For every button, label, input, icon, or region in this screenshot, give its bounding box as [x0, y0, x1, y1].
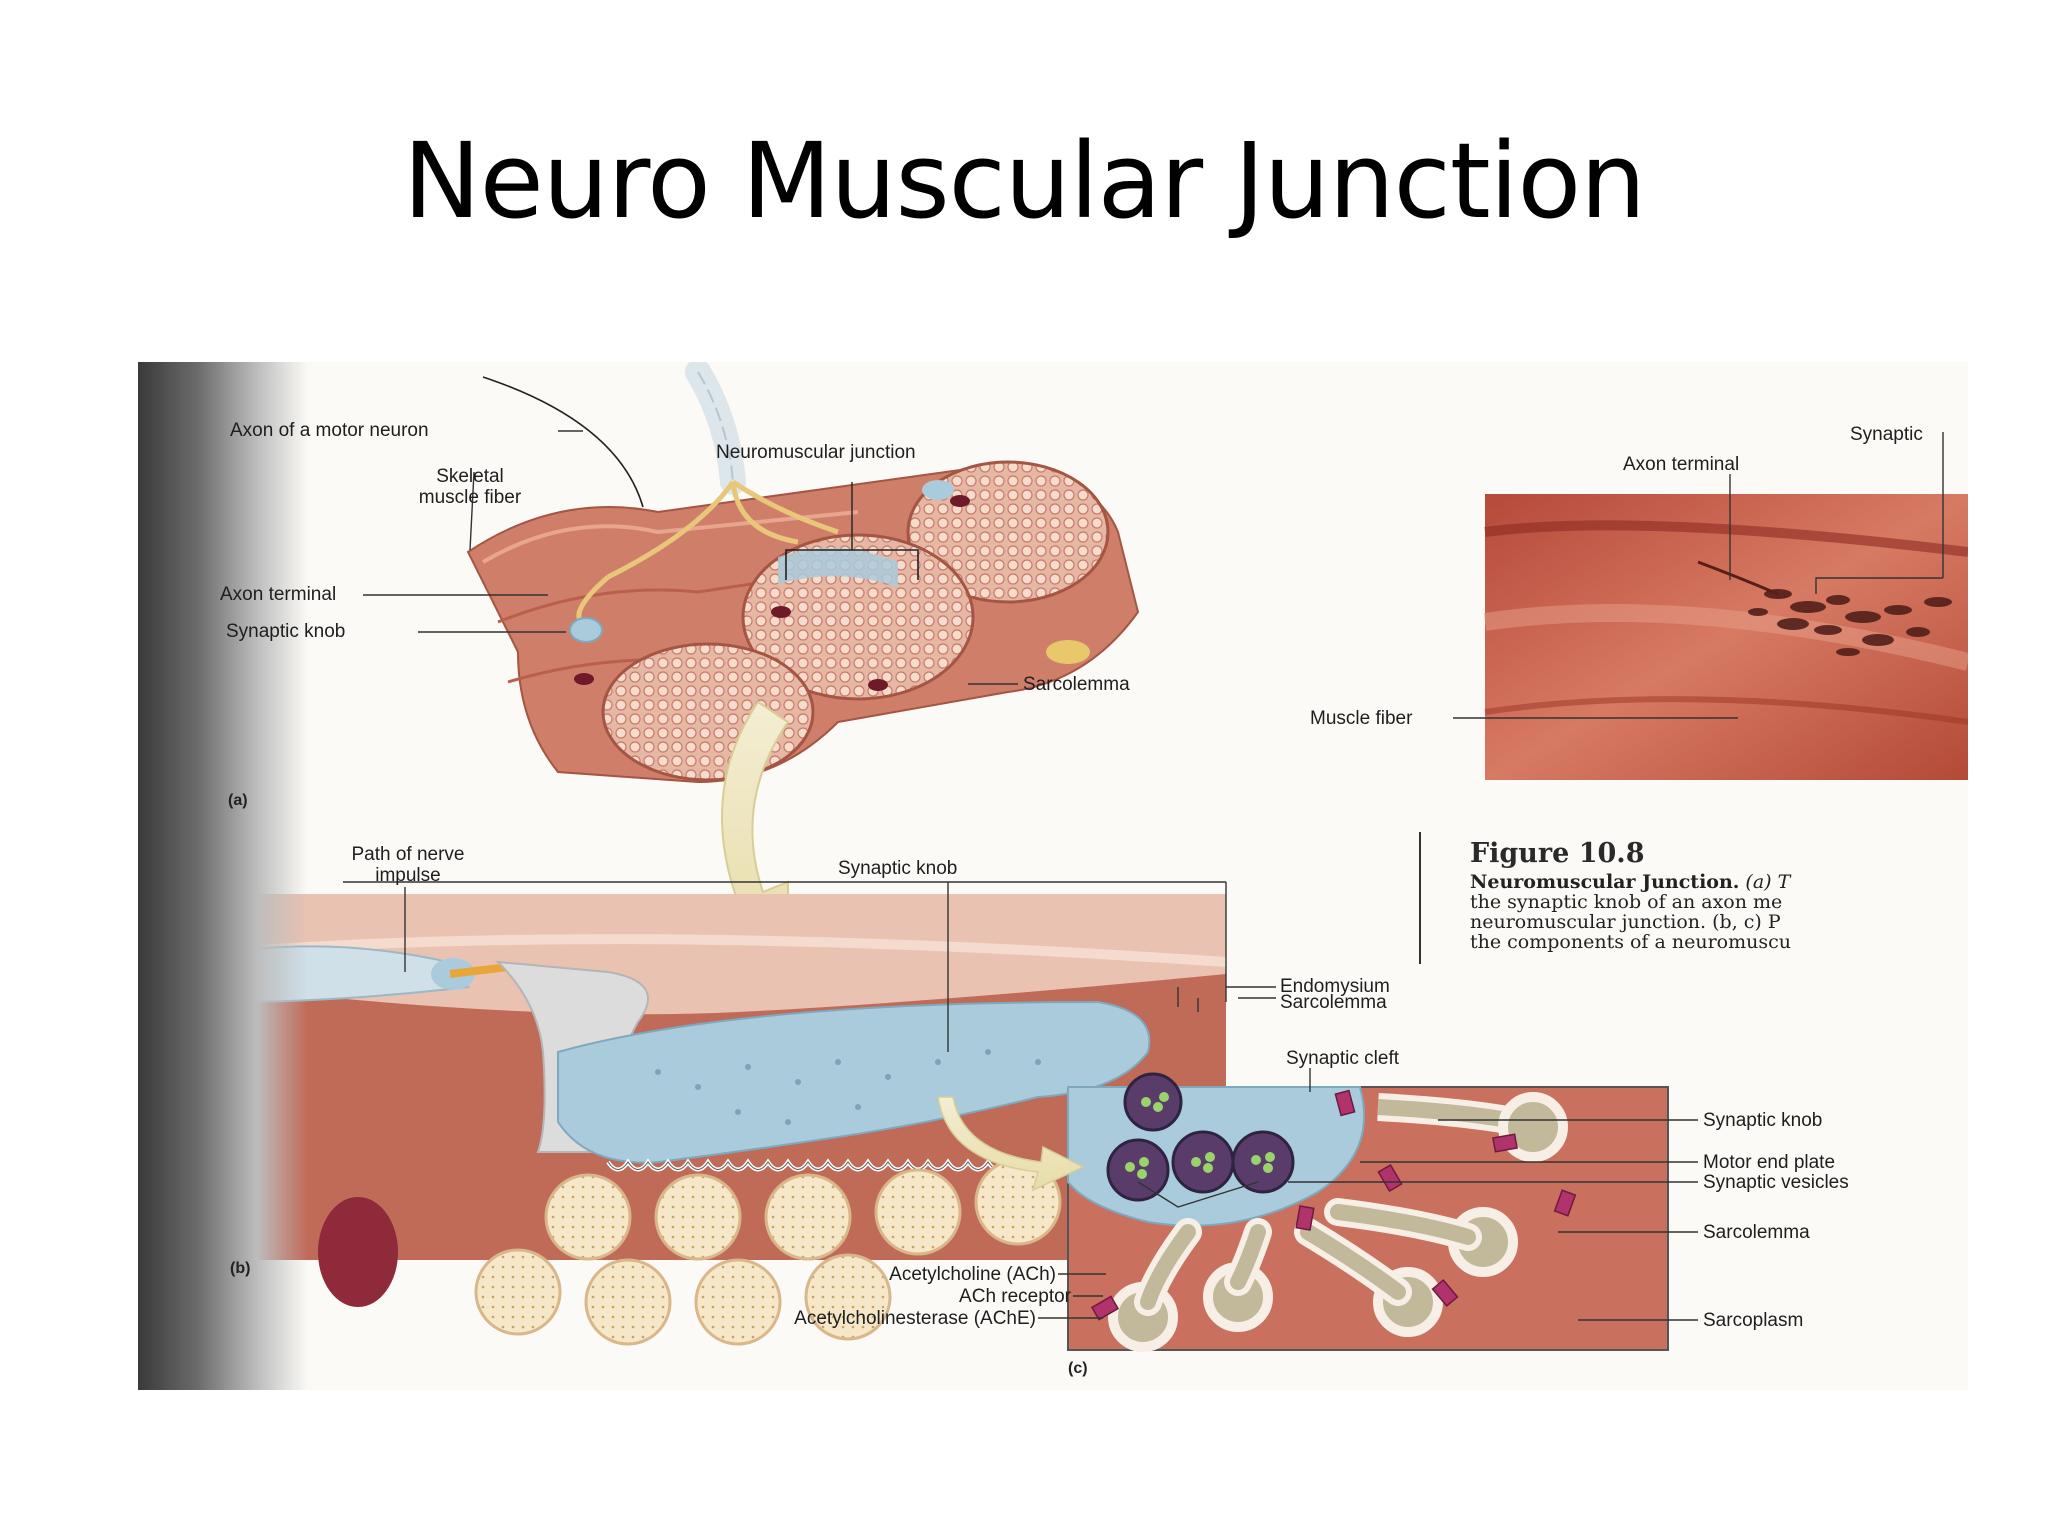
- label-synaptic-knob-a: Synaptic knob: [226, 621, 346, 642]
- caption-bold: Neuromuscular Junction.: [1470, 871, 1740, 893]
- label-acetylcholinesterase: Acetylcholinesterase (AChE): [794, 1308, 1036, 1329]
- panel-letter-b: (b): [230, 1260, 251, 1277]
- label-endomysium: Endomysium: [1280, 976, 1390, 997]
- micrograph-image: [1483, 494, 1968, 780]
- panel-a-leader-lines: [363, 430, 1018, 685]
- label-synaptic-micrograph: Synaptic: [1850, 424, 1923, 445]
- label-sarcolemma-b: Sarcolemma: [1280, 992, 1387, 1013]
- label-synaptic-cleft: Synaptic cleft: [1286, 1048, 1399, 1069]
- label-axon-terminal-micrograph: Axon terminal: [1623, 454, 1740, 475]
- page-gutter-shadow: [138, 362, 308, 1390]
- label-skeletal-muscle-fiber: Skeletal muscle fiber: [380, 466, 560, 508]
- label-sarcoplasm: Sarcoplasm: [1703, 1310, 1804, 1331]
- label-acetylcholine: Acetylcholine (ACh): [889, 1264, 1056, 1285]
- figure-caption: Neuromuscular Junction. (a) T the synapt…: [1470, 872, 1791, 952]
- label-muscle-fiber: Muscle fiber: [1310, 708, 1413, 729]
- panel-c-leader-lines: [1038, 1068, 1698, 1321]
- figure-illustration: [227, 362, 1968, 1352]
- micrograph-leader-lines: [1453, 432, 1944, 719]
- label-synaptic-knob-c: Synaptic knob: [1703, 1110, 1823, 1131]
- figure-title: Figure 10.8: [1470, 838, 1645, 869]
- label-path-of-nerve-impulse: Path of nerve impulse: [298, 844, 518, 886]
- panel-letter-a: (a): [228, 792, 248, 809]
- textbook-figure-scan: Axon of a motor neuron Skeletal muscle f…: [138, 362, 1968, 1390]
- label-path-line2: impulse: [375, 865, 441, 886]
- label-skeletal-line2: muscle fiber: [418, 487, 522, 508]
- label-synaptic-vesicles: Synaptic vesicles: [1703, 1172, 1849, 1193]
- caption-line2: the synaptic knob of an axon me: [1470, 891, 1783, 913]
- label-ach-receptor: ACh receptor: [959, 1286, 1071, 1307]
- transition-arrow-b-c: [937, 1096, 1085, 1192]
- label-motor-end-plate: Motor end plate: [1703, 1152, 1836, 1173]
- label-axon-terminal-a: Axon terminal: [220, 584, 337, 605]
- label-sarcolemma-c: Sarcolemma: [1703, 1222, 1810, 1243]
- panel-c-illustration: [1067, 1072, 1669, 1352]
- caption-line1-rest: (a) T: [1739, 871, 1791, 893]
- caption-line3: neuromuscular junction. (b, c) P: [1470, 911, 1781, 933]
- label-skeletal-line1: Skeletal: [436, 466, 504, 487]
- label-axon-of-motor-neuron: Axon of a motor neuron: [230, 420, 429, 441]
- slide-title: Neuro Muscular Junction: [402, 120, 1646, 242]
- caption-line4: the components of a neuromuscu: [1470, 931, 1791, 953]
- panel-b-leader-lines: [343, 881, 1276, 1052]
- label-neuromuscular-junction: Neuromuscular junction: [716, 442, 916, 463]
- panel-letter-c: (c): [1068, 1360, 1088, 1377]
- panel-a-illustration: [466, 362, 1140, 784]
- label-sarcolemma-a: Sarcolemma: [1023, 674, 1130, 695]
- label-path-line1: Path of nerve: [351, 844, 465, 865]
- label-synaptic-knob-b: Synaptic knob: [838, 858, 958, 879]
